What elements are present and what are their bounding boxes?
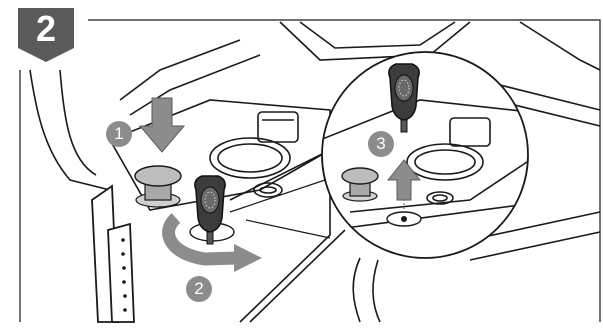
ignition-button-main — [135, 166, 181, 207]
zoom-detail — [320, 52, 530, 258]
step-number: 2 — [18, 9, 74, 49]
callout-1: 1 — [106, 121, 132, 147]
handrail — [92, 186, 134, 322]
callout-3: 3 — [368, 131, 394, 157]
callout-2: 2 — [186, 276, 212, 302]
